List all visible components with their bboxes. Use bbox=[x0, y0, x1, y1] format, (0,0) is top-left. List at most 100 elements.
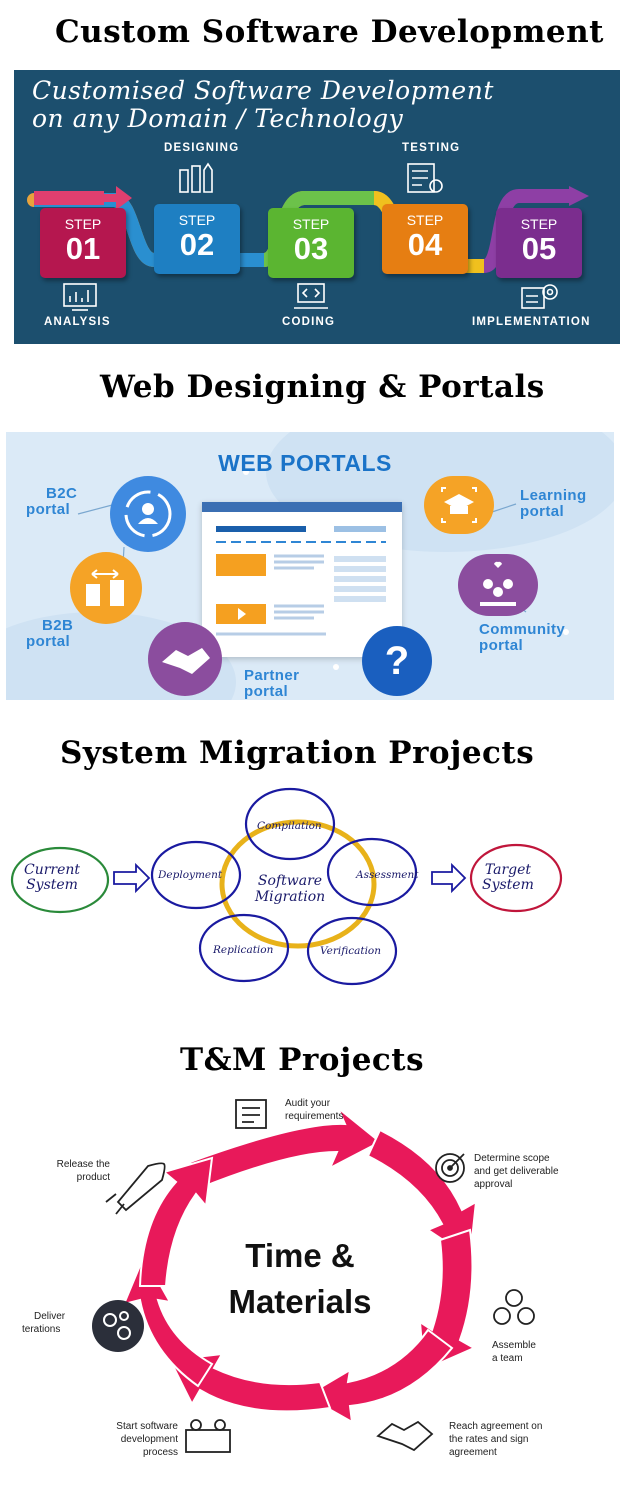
b2c-line2: portal bbox=[26, 501, 71, 518]
current-system-ring bbox=[10, 846, 110, 914]
learning-portal-label: Learning portal bbox=[520, 488, 587, 520]
step-03-card: STEP 03 bbox=[268, 208, 354, 278]
arrow-to-target bbox=[431, 862, 467, 894]
step-01-number: 01 bbox=[65, 231, 101, 266]
partner-portal-label: Partner portal bbox=[244, 668, 299, 700]
question-mark-icon: ? bbox=[384, 639, 410, 683]
agreement-line3: agreement bbox=[449, 1447, 497, 1458]
audit-line1: Audit your bbox=[285, 1098, 331, 1109]
community-line2: portal bbox=[479, 637, 524, 654]
learning-line2: portal bbox=[520, 503, 565, 520]
release-line1: Release the bbox=[56, 1159, 110, 1170]
label-testing: TESTING bbox=[402, 142, 461, 154]
software-migration-label: Software Migration bbox=[250, 873, 330, 905]
help-circle: ? bbox=[362, 626, 432, 696]
cycle-arrow-7 bbox=[138, 1156, 214, 1287]
start-line2: development bbox=[120, 1434, 178, 1445]
agreement-text: Reach agreement on the rates and sign ag… bbox=[449, 1420, 542, 1459]
browser-window-mockup bbox=[202, 502, 402, 657]
b2b-portal-circle bbox=[70, 552, 142, 624]
team-icon bbox=[493, 1289, 535, 1325]
step-01-card: STEP 01 bbox=[40, 208, 126, 278]
migration-diagram bbox=[10, 787, 563, 986]
center-materials-line: Materials bbox=[228, 1283, 372, 1320]
assessment-label: Assessment bbox=[356, 869, 419, 881]
center-line1: Software bbox=[257, 873, 323, 889]
target-icon bbox=[435, 1153, 465, 1183]
label-coding: CODING bbox=[282, 316, 336, 328]
audit-line2: requirements bbox=[285, 1111, 344, 1122]
implementation-gears-icon bbox=[521, 284, 558, 309]
design-tools-icon bbox=[179, 162, 213, 193]
partner-portal-circle bbox=[148, 622, 222, 696]
b2b-portal-label: B2B portal bbox=[26, 618, 73, 650]
checklist-icon bbox=[235, 1099, 267, 1129]
learning-line1: Learning bbox=[520, 487, 587, 504]
scope-line1: Determine scope bbox=[474, 1153, 550, 1164]
compilation-label: Compilation bbox=[257, 820, 322, 832]
step-02-number: 02 bbox=[179, 227, 215, 262]
start-line1: Start software bbox=[116, 1421, 178, 1432]
deployment-ring bbox=[150, 840, 242, 910]
agreement-line2: the rates and sign bbox=[449, 1434, 529, 1445]
center-time-line: Time & bbox=[245, 1237, 355, 1274]
label-designing: DESIGNING bbox=[164, 142, 240, 154]
coding-laptop-icon bbox=[294, 283, 328, 309]
center-line2: Migration bbox=[254, 889, 326, 905]
partner-line2: portal bbox=[244, 683, 289, 700]
testing-checklist-icon bbox=[407, 163, 443, 193]
partner-line1: Partner bbox=[244, 667, 300, 684]
step-03-word: STEP bbox=[292, 216, 330, 232]
current-line1: Current bbox=[24, 862, 81, 878]
deliver-line2: terations bbox=[22, 1324, 61, 1335]
start-development-text: Start software development process bbox=[96, 1420, 178, 1459]
web-portals-banner: WEB PORTALS bbox=[6, 432, 614, 700]
deployment-label: Deployment bbox=[158, 869, 223, 881]
webpage-layout-icon bbox=[216, 526, 386, 636]
software-development-banner: Customised Software Development on any D… bbox=[14, 70, 620, 344]
step-05-number: 05 bbox=[521, 231, 557, 266]
step-01-word: STEP bbox=[64, 216, 102, 232]
verification-label: Verification bbox=[320, 945, 382, 957]
rocket-icon bbox=[105, 1162, 166, 1215]
scope-text: Determine scope and get deliverable appr… bbox=[474, 1152, 559, 1191]
team-line2: a team bbox=[492, 1353, 523, 1364]
step-02-word: STEP bbox=[178, 212, 216, 228]
handshake-icon bbox=[162, 648, 210, 674]
b2c-refresh-user-icon bbox=[124, 490, 172, 538]
step-05-word: STEP bbox=[520, 216, 558, 232]
team-text: Assemble a team bbox=[492, 1339, 536, 1365]
b2b-line2: portal bbox=[26, 633, 71, 650]
release-product-text: Release the product bbox=[44, 1158, 110, 1184]
banner-title-line2: on any Domain / Technology bbox=[32, 104, 404, 133]
heading-system-migration-projects: System Migration Projects bbox=[60, 735, 535, 771]
step-04-word: STEP bbox=[406, 212, 444, 228]
scope-line3: approval bbox=[474, 1179, 513, 1190]
deliver-line1: Deliver bbox=[34, 1311, 66, 1322]
label-implementation: IMPLEMENTATION bbox=[472, 316, 591, 328]
target-line2: System bbox=[482, 877, 534, 893]
graduation-cap-icon bbox=[441, 487, 477, 523]
b2c-portal-circle bbox=[110, 476, 186, 552]
handshake-agreement-icon bbox=[376, 1420, 434, 1452]
replication-ring bbox=[198, 913, 290, 983]
verification-ring bbox=[306, 916, 398, 986]
current-line2: System bbox=[26, 877, 78, 893]
step-05-card: STEP 05 bbox=[496, 208, 582, 278]
target-system-label: Target System bbox=[482, 863, 534, 893]
heading-tm-projects: T&M Projects bbox=[180, 1042, 425, 1078]
step-04-number: 04 bbox=[407, 227, 443, 262]
release-line2: product bbox=[76, 1172, 110, 1183]
step-03-number: 03 bbox=[293, 231, 329, 266]
iterations-gears-badge bbox=[92, 1300, 144, 1352]
learning-portal-circle bbox=[424, 476, 494, 534]
community-line1: Community bbox=[479, 621, 566, 638]
web-portals-title: WEB PORTALS bbox=[218, 450, 392, 476]
team-line1: Assemble bbox=[492, 1340, 536, 1351]
banner-title-line1: Customised Software Development bbox=[32, 76, 494, 105]
core-ring bbox=[219, 819, 377, 949]
assessment-ring bbox=[326, 837, 418, 907]
heading-custom-software-development: Custom Software Development bbox=[55, 14, 604, 50]
community-portal-label: Community portal bbox=[479, 622, 565, 654]
current-system-label: Current System bbox=[24, 863, 80, 893]
